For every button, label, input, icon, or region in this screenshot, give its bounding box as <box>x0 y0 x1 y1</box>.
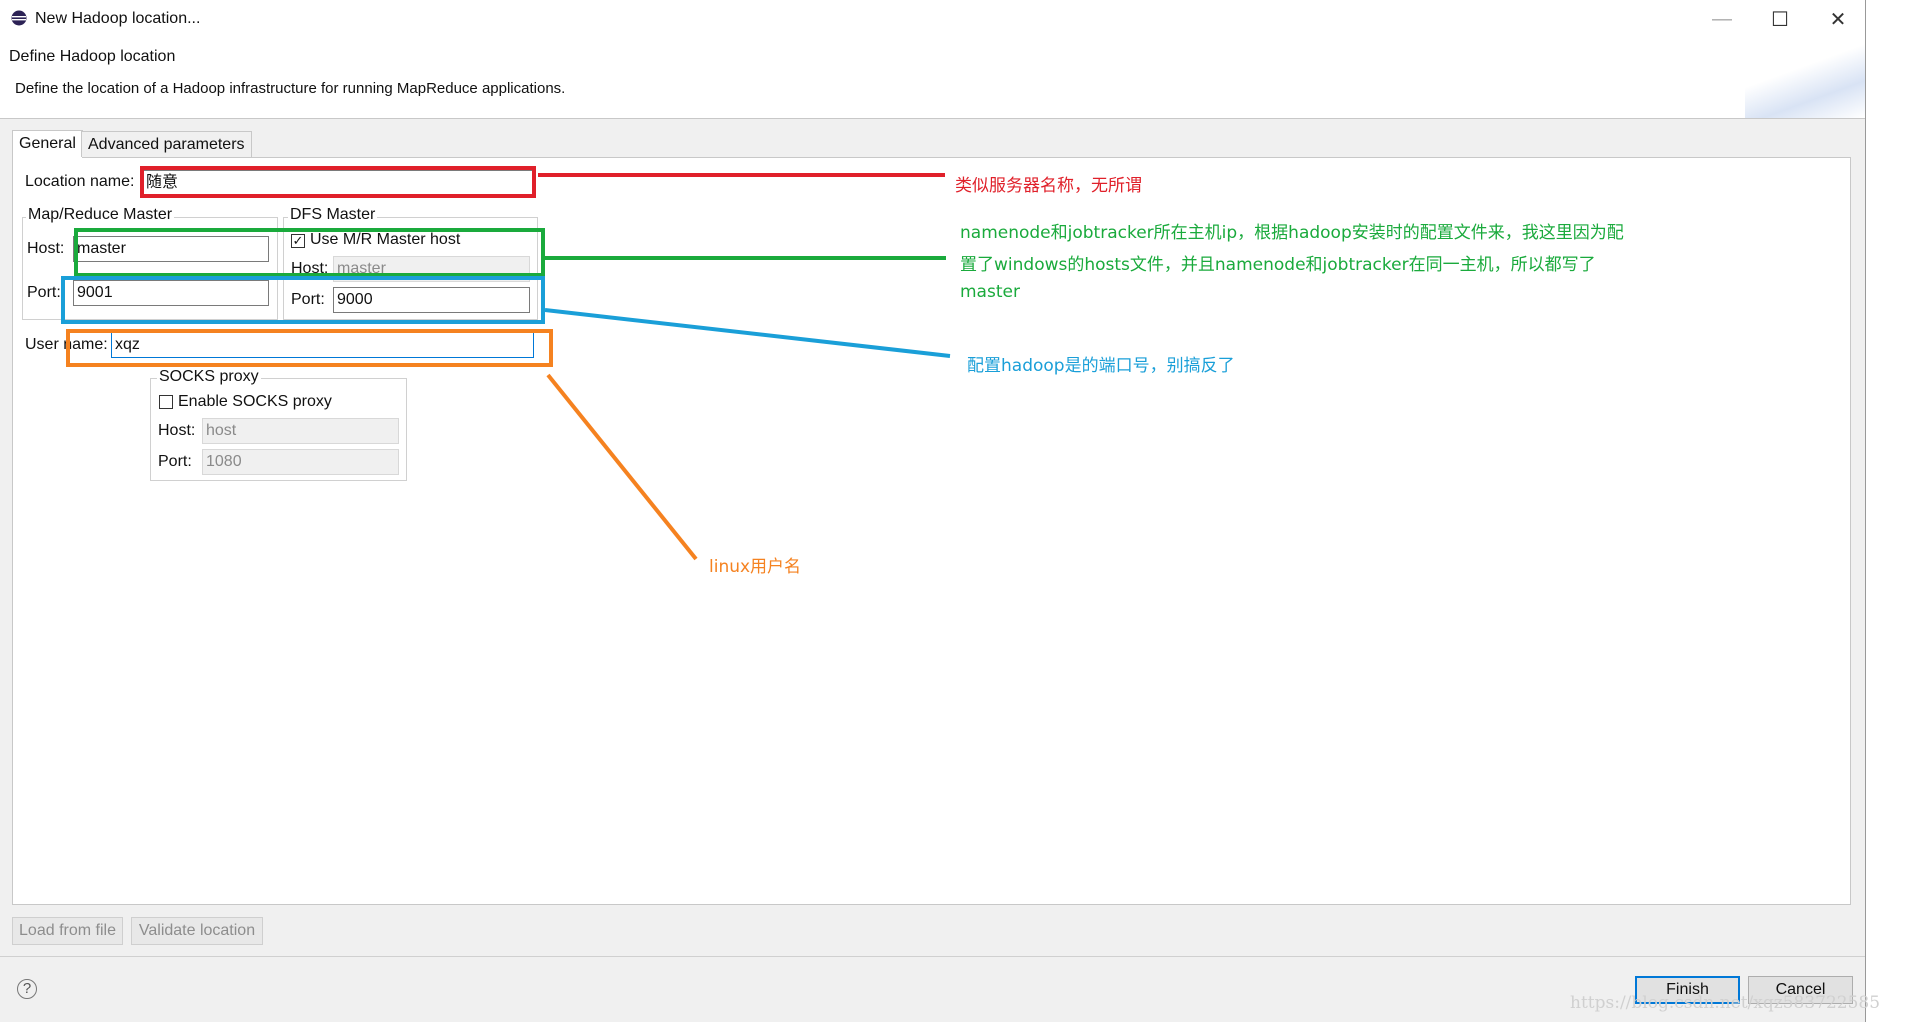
watermark: https://blog.csdn.net/xqz583722585 <box>1570 993 1881 1013</box>
enable-socks-checkbox[interactable] <box>159 395 173 409</box>
tab-advanced-parameters[interactable]: Advanced parameters <box>81 131 252 157</box>
socks-proxy-group <box>150 378 407 481</box>
dfs-master-title: DFS Master <box>288 206 378 224</box>
dfs-master-group <box>283 217 538 320</box>
socks-proxy-title: SOCKS proxy <box>157 368 261 386</box>
location-name-label: Location name: <box>25 173 135 190</box>
footer-divider <box>0 956 1865 957</box>
dfs-port-input[interactable]: 9000 <box>333 287 530 313</box>
mr-port-input[interactable]: 9001 <box>73 280 269 306</box>
green-annotation-line2: 置了windows的hosts文件，并且namenode和jobtracker在… <box>960 255 1596 275</box>
socks-host-label: Host: <box>158 422 196 439</box>
orange-annotation-box <box>66 329 553 367</box>
red-annotation-text: 类似服务器名称，无所谓 <box>955 176 1142 196</box>
green-annotation-box <box>74 228 545 277</box>
header-banner-graphic <box>1745 38 1865 118</box>
dialog-window: New Hadoop location... — ☐ ✕ Define Hado… <box>0 0 1866 1022</box>
enable-socks-label: Enable SOCKS proxy <box>178 393 332 410</box>
maximize-button[interactable]: ☐ <box>1771 8 1789 31</box>
socks-port-label: Port: <box>158 453 192 470</box>
socks-port-input[interactable]: 1080 <box>202 449 399 475</box>
header-description: Define the location of a Hadoop infrastr… <box>15 80 566 97</box>
wizard-header: Define Hadoop location Define the locati… <box>0 38 1865 119</box>
validate-location-button[interactable]: Validate location <box>131 917 263 945</box>
use-mr-master-label: Use M/R Master host <box>310 231 461 248</box>
blue-annotation-box <box>61 276 545 324</box>
window-title: New Hadoop location... <box>35 10 201 27</box>
blue-annotation-text: 配置hadoop是的端口号，别搞反了 <box>967 356 1235 376</box>
help-icon[interactable]: ? <box>17 979 37 999</box>
finish-button[interactable]: Finish <box>1635 976 1740 1004</box>
tab-general[interactable]: General <box>12 130 83 158</box>
socks-host-input[interactable]: host <box>202 418 399 444</box>
mr-master-title: Map/Reduce Master <box>26 206 175 224</box>
green-annotation-line1: namenode和jobtracker所在主机ip，根据hadoop安装时的配置… <box>960 223 1624 243</box>
cancel-button[interactable]: Cancel <box>1748 976 1853 1004</box>
minimize-button[interactable]: — <box>1712 7 1732 30</box>
header-title: Define Hadoop location <box>9 48 176 65</box>
tab-panel-general <box>12 157 1851 905</box>
mr-host-input[interactable]: master <box>73 236 269 262</box>
orange-annotation-text: linux用户名 <box>709 557 802 577</box>
close-button[interactable]: ✕ <box>1829 8 1847 31</box>
use-mr-master-checkbox[interactable]: ✓ <box>291 233 305 248</box>
dfs-host-label: Host: <box>291 260 329 277</box>
location-name-input[interactable]: 随意 <box>142 170 535 196</box>
orange-pointer-line <box>546 373 698 561</box>
load-from-file-button[interactable]: Load from file <box>12 917 123 945</box>
title-bar: New Hadoop location... — ☐ ✕ <box>0 0 1865 38</box>
red-annotation-box <box>140 166 536 198</box>
dfs-port-label: Port: <box>291 291 325 308</box>
eclipse-icon <box>11 10 27 26</box>
mr-host-label: Host: <box>27 240 65 257</box>
mr-port-label: Port: <box>27 284 61 301</box>
blue-pointer-line <box>544 308 951 358</box>
green-annotation-line3: master <box>960 282 1020 302</box>
